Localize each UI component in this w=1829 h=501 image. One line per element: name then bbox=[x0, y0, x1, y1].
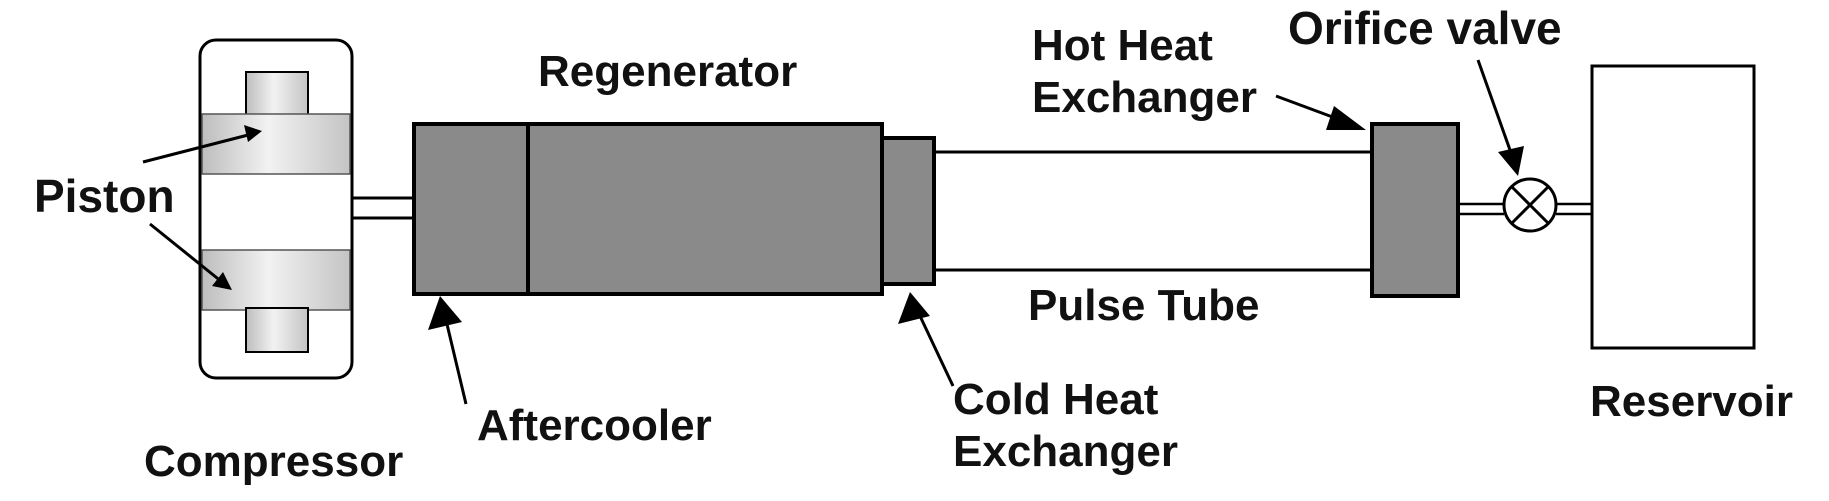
compressor-outlet-pipe bbox=[352, 196, 414, 220]
lower-piston-rod bbox=[245, 307, 309, 353]
aftercooler-block bbox=[412, 122, 530, 296]
pulse-tube bbox=[934, 150, 1372, 272]
leader-arrows bbox=[142, 59, 1524, 405]
compressor bbox=[198, 38, 354, 380]
label-hot-heat-exchanger-line1: Hot Heat bbox=[1032, 21, 1213, 70]
label-reservoir: Reservoir bbox=[1590, 377, 1793, 426]
label-cold-heat-exchanger-line2: Exchanger bbox=[953, 427, 1178, 476]
orifice-valve-arrow bbox=[1476, 59, 1524, 176]
upper-piston-rod bbox=[245, 71, 309, 117]
reservoir-box bbox=[1590, 64, 1756, 350]
cold-heat-exchanger-block bbox=[880, 136, 936, 286]
label-compressor: Compressor bbox=[144, 437, 403, 486]
cold-heat-exchanger-arrow bbox=[898, 292, 955, 387]
label-pulse-tube: Pulse Tube bbox=[1028, 281, 1259, 330]
labels: Piston Compressor Regenerator Aftercoole… bbox=[34, 2, 1793, 486]
label-orifice-valve: Orifice valve bbox=[1288, 2, 1562, 54]
upper-piston-head bbox=[201, 113, 351, 175]
orifice-line bbox=[1458, 202, 1592, 216]
label-cold-heat-exchanger-line1: Cold Heat bbox=[953, 375, 1159, 424]
piston-upper-arrow bbox=[142, 125, 262, 164]
label-hot-heat-exchanger-line2: Exchanger bbox=[1032, 73, 1257, 122]
label-regenerator: Regenerator bbox=[538, 47, 797, 96]
label-aftercooler: Aftercooler bbox=[477, 401, 712, 450]
upper-piston bbox=[201, 71, 351, 175]
hot-heat-exchanger-arrow bbox=[1275, 94, 1366, 130]
regenerator-block bbox=[526, 122, 884, 296]
aftercooler-arrow bbox=[428, 296, 468, 405]
lower-piston bbox=[201, 249, 351, 353]
piston-lower-arrow bbox=[149, 222, 232, 290]
label-piston: Piston bbox=[34, 170, 175, 222]
orifice-valve-symbol bbox=[1502, 177, 1558, 233]
hot-heat-exchanger-block bbox=[1370, 122, 1460, 298]
